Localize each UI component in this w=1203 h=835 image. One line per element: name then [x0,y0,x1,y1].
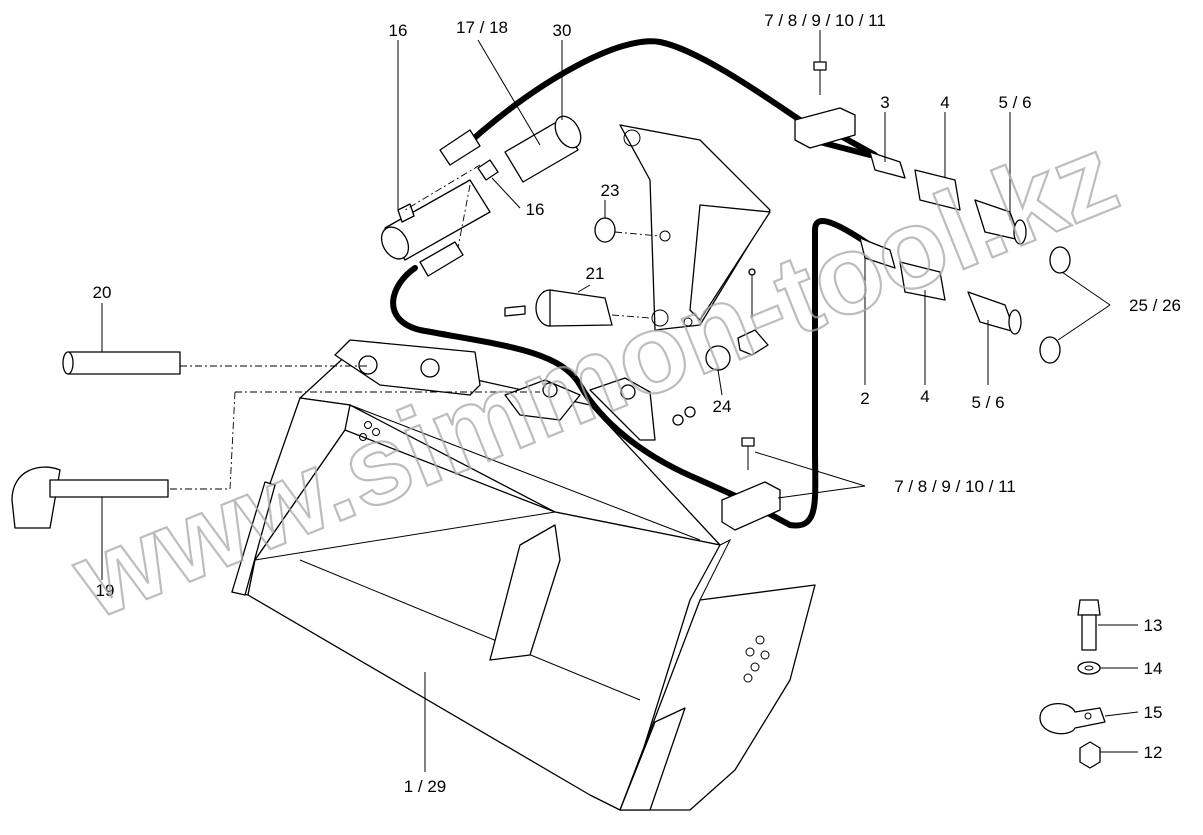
callout-14: 14 [1144,659,1163,678]
arm-bracket-part [504,124,771,426]
callout-23: 23 [601,181,620,200]
callout-labels: 16 17 / 18 30 7 / 8 / 9 / 10 / 11 3 4 5 … [93,11,1181,796]
coupler-top-part [869,151,1027,245]
pin-20-part [62,351,370,375]
clamp-bottom-part [721,437,781,531]
callout-2: 2 [860,389,869,408]
callout-3: 3 [880,93,889,112]
leader-lines [101,30,1139,772]
callout-30: 30 [553,21,572,40]
coupler-bottom-part [859,237,1022,335]
callout-12: 12 [1144,743,1163,762]
fastener-set [1039,599,1106,769]
callout-16-lower: 16 [526,200,545,219]
callout-7-11-lower: 7 / 8 / 9 / 10 / 11 [894,477,1016,496]
callout-19: 19 [96,581,115,600]
callout-7-11-upper: 7 / 8 / 9 / 10 / 11 [764,11,886,30]
callout-13: 13 [1144,616,1163,635]
bucket-part [231,339,816,811]
callout-24: 24 [713,397,732,416]
callout-20: 20 [93,283,112,302]
callout-4-lower: 4 [920,387,929,406]
callout-5-6-upper: 5 / 6 [998,93,1031,112]
callout-25-26: 25 / 26 [1129,296,1181,315]
callout-1-29: 1 / 29 [404,777,447,796]
clamp-top-part [794,61,856,149]
callout-21: 21 [586,264,605,283]
cylinder-assembly [380,115,582,277]
callout-16-upper: 16 [389,21,408,40]
o-ring-top [1049,246,1071,274]
callout-5-6-lower: 5 / 6 [971,393,1004,412]
callout-17-18: 17 / 18 [456,18,508,37]
callout-15: 15 [1144,703,1163,722]
o-ring-bottom [1039,336,1061,364]
pin-19-part [11,391,540,529]
callout-4-upper: 4 [940,93,949,112]
